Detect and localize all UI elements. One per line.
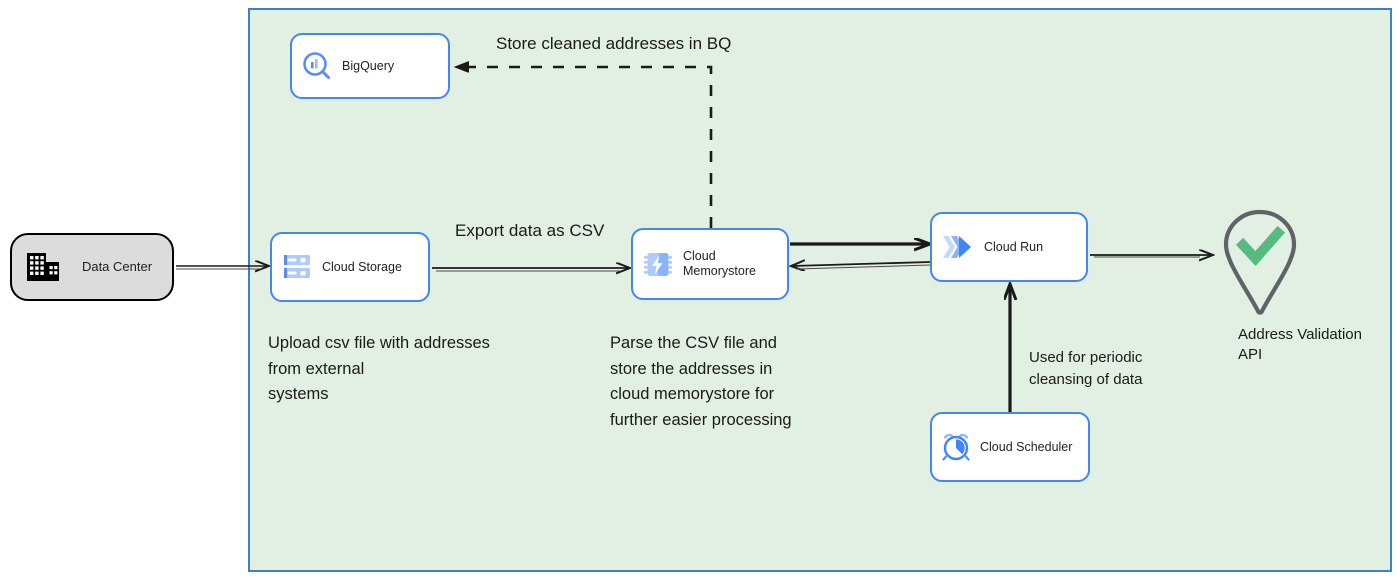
node-address-validation-api[interactable] — [1218, 208, 1302, 318]
node-cloud-scheduler[interactable]: Cloud Scheduler — [930, 412, 1090, 482]
edge-label-periodic-cleansing: Used for periodic cleansing of data — [1029, 349, 1143, 388]
node-bigquery[interactable]: BigQuery — [290, 33, 450, 99]
node-cloud-storage[interactable]: Cloud Storage — [270, 232, 430, 302]
annotation-upload-csv: Upload csv file with addresses from exte… — [268, 334, 490, 404]
edge-label-store-in-bq: Store cleaned addresses in BQ — [496, 34, 732, 53]
node-label-cloud-storage: Cloud Storage — [322, 259, 402, 274]
node-label-address-validation-api: Address Validation API — [1238, 326, 1362, 364]
node-label-cloud-scheduler: Cloud Scheduler — [980, 439, 1073, 454]
edge-cloud-run-to-address-validation-api — [1090, 255, 1212, 257]
cloud-run-icon — [932, 232, 984, 262]
cloud-memorystore-icon — [633, 249, 683, 279]
edge-label-export-csv: Export data as CSV — [455, 221, 605, 240]
node-label-cloud-run: Cloud Run — [984, 239, 1044, 254]
map-pin-check-icon — [1223, 209, 1297, 315]
node-cloud-memorystore[interactable]: Cloud Memorystore — [631, 228, 789, 300]
cloud-boundary-container — [248, 8, 1392, 572]
data-center-icon — [12, 251, 74, 283]
edge-cloud-run-to-memorystore — [792, 262, 931, 269]
node-label-bigquery: BigQuery — [342, 58, 395, 73]
node-label-data-center: Data Center — [81, 259, 153, 275]
cloud-scheduler-icon — [932, 431, 980, 463]
node-label-cloud-memorystore: Cloud Memorystore — [683, 249, 756, 278]
cloud-storage-icon — [272, 253, 322, 281]
node-cloud-run[interactable]: Cloud Run — [930, 212, 1088, 282]
edge-cloud-storage-to-memorystore — [432, 268, 629, 271]
annotation-parse-csv: Parse the CSV file and store the address… — [610, 334, 792, 429]
bigquery-icon — [292, 51, 342, 81]
edge-datacenter-to-cloud-storage — [176, 266, 268, 269]
node-data-center[interactable]: Data Center — [10, 233, 174, 301]
edge-memorystore-to-bigquery-dashed — [456, 67, 713, 228]
